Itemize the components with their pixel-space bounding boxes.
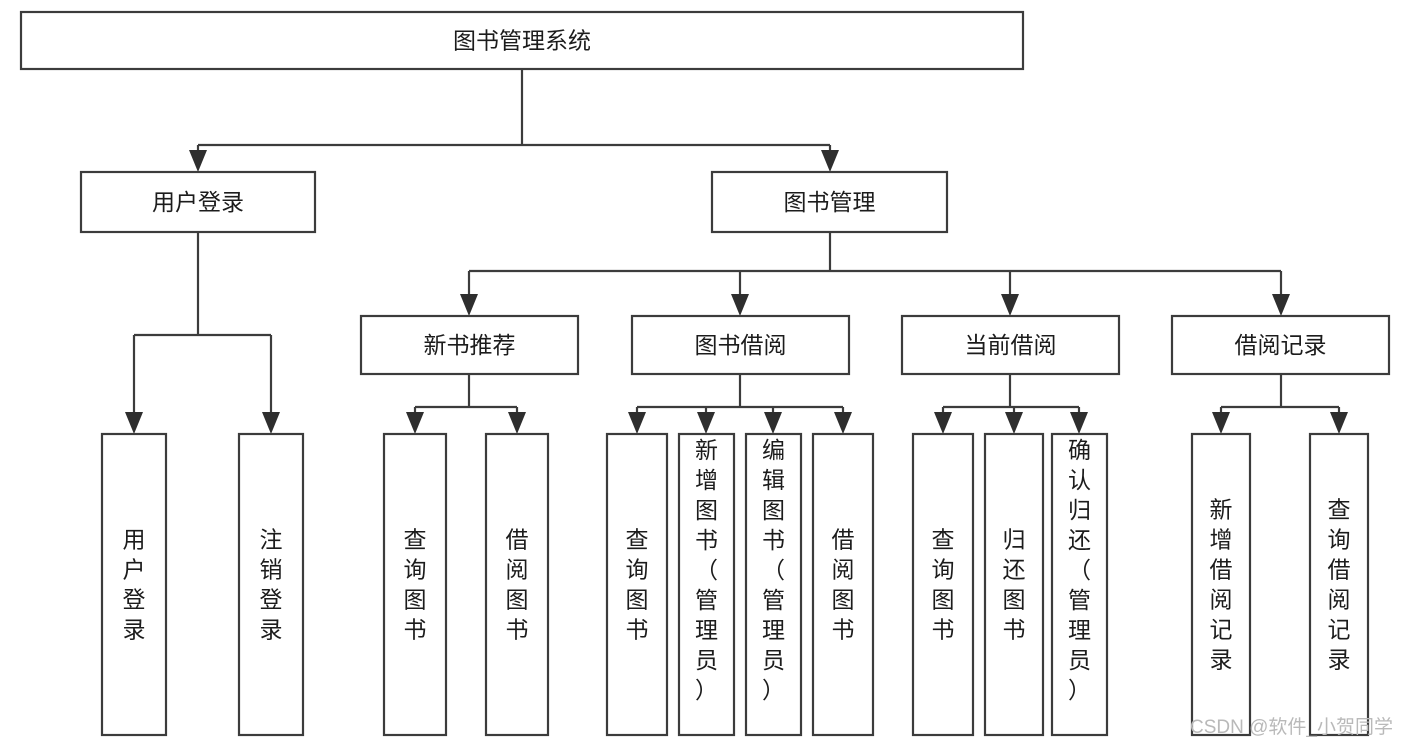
- node-label-leaf-query-book-1: 查询图书: [404, 527, 427, 643]
- node-box-book-borrow[interactable]: [630, 314, 851, 376]
- arrow-head-icon: [821, 150, 839, 172]
- node-label-book-borrow: 图书借阅: [695, 332, 787, 358]
- node-box-leaf-borrow-book-1[interactable]: [484, 432, 550, 737]
- arrow-head-icon: [628, 412, 646, 434]
- arrow-head-icon: [189, 150, 207, 172]
- arrow-head-icon: [731, 294, 749, 316]
- connector-current-borrow-to-leaves: [934, 374, 1088, 434]
- watermark: CSDN @软件_小贺同学: [1190, 716, 1393, 738]
- node-box-leaf-query-book-3[interactable]: [911, 432, 975, 737]
- connector-borrow-record-to-leaves: [1212, 374, 1348, 434]
- connector-book-borrow-to-leaves: [628, 374, 852, 434]
- node-leaf-query-book-2[interactable]: 查询图书: [605, 432, 669, 737]
- arrow-head-icon: [697, 412, 715, 434]
- node-box-borrow-record[interactable]: [1170, 314, 1391, 376]
- node-box-leaf-query-book-1[interactable]: [382, 432, 448, 737]
- node-leaf-query-book-3[interactable]: 查询图书: [911, 432, 975, 737]
- node-leaf-borrow-book-2[interactable]: 借阅图书: [811, 432, 875, 737]
- arrow-head-icon: [262, 412, 280, 434]
- node-label-leaf-edit-book: 编辑图书（管理员）: [762, 437, 785, 703]
- node-label-new-book-recommend: 新书推荐: [424, 332, 516, 358]
- arrow-head-icon: [1212, 412, 1230, 434]
- node-box-leaf-user-login[interactable]: [100, 432, 168, 737]
- connector-root-to-level2: [189, 69, 839, 172]
- connector-book-management-to-level3: [460, 232, 1290, 316]
- node-label-leaf-query-book-2: 查询图书: [626, 527, 649, 643]
- node-label-leaf-borrow-book-1: 借阅图书: [506, 527, 529, 643]
- arrow-head-icon: [508, 412, 526, 434]
- node-label-book-management: 图书管理: [784, 189, 876, 215]
- node-label-leaf-logout: 注销登录: [260, 527, 283, 643]
- arrow-head-icon: [764, 412, 782, 434]
- node-box-leaf-query-record[interactable]: [1308, 432, 1370, 737]
- node-leaf-user-login[interactable]: 用户登录: [100, 432, 168, 737]
- node-box-user-login[interactable]: [79, 170, 317, 234]
- node-leaf-logout[interactable]: 注销登录: [237, 432, 305, 737]
- node-box-leaf-logout[interactable]: [237, 432, 305, 737]
- node-label-root: 图书管理系统: [453, 28, 591, 54]
- arrow-head-icon: [1005, 412, 1023, 434]
- node-current-borrow[interactable]: 当前借阅: [900, 314, 1121, 376]
- node-leaf-borrow-book-1[interactable]: 借阅图书: [484, 432, 550, 737]
- node-box-current-borrow[interactable]: [900, 314, 1121, 376]
- node-box-leaf-add-record[interactable]: [1190, 432, 1252, 737]
- node-label-leaf-return-book: 归还图书: [1003, 527, 1026, 643]
- arrow-head-icon: [1070, 412, 1088, 434]
- arrow-head-icon: [934, 412, 952, 434]
- node-label-leaf-add-record: 新增借阅记录: [1210, 497, 1233, 673]
- node-box-leaf-confirm-return[interactable]: [1050, 432, 1109, 737]
- connector-new-book-recommend-to-leaves: [406, 374, 526, 434]
- node-label-leaf-confirm-return: 确认归还（管理员）: [1068, 437, 1091, 703]
- node-box-leaf-edit-book[interactable]: [744, 432, 803, 737]
- arrow-head-icon: [1272, 294, 1290, 316]
- node-label-leaf-add-book: 新增图书（管理员）: [695, 437, 718, 703]
- node-label-leaf-query-book-3: 查询图书: [932, 527, 955, 643]
- arrow-head-icon: [1330, 412, 1348, 434]
- node-leaf-add-book[interactable]: 新增图书（管理员）: [677, 432, 736, 737]
- node-leaf-confirm-return[interactable]: 确认归还（管理员）: [1050, 432, 1109, 737]
- node-label-leaf-query-record: 查询借阅记录: [1328, 497, 1351, 673]
- node-label-current-borrow: 当前借阅: [965, 332, 1057, 358]
- node-box-leaf-borrow-book-2[interactable]: [811, 432, 875, 737]
- node-box-new-book-recommend[interactable]: [359, 314, 580, 376]
- node-leaf-add-record[interactable]: 新增借阅记录: [1190, 432, 1252, 737]
- connector-user-login-to-leaves: [125, 232, 280, 434]
- node-label-leaf-user-login: 用户登录: [123, 527, 146, 643]
- node-leaf-return-book[interactable]: 归还图书: [983, 432, 1045, 737]
- node-root[interactable]: 图书管理系统: [19, 10, 1025, 71]
- node-layer: 图书管理系统用户登录图书管理新书推荐图书借阅当前借阅借阅记录用户登录注销登录查询…: [19, 10, 1391, 737]
- arrow-head-icon: [125, 412, 143, 434]
- node-leaf-query-record[interactable]: 查询借阅记录: [1308, 432, 1370, 737]
- node-new-book-recommend[interactable]: 新书推荐: [359, 314, 580, 376]
- node-book-borrow[interactable]: 图书借阅: [630, 314, 851, 376]
- arrow-head-icon: [834, 412, 852, 434]
- node-leaf-query-book-1[interactable]: 查询图书: [382, 432, 448, 737]
- node-box-leaf-return-book[interactable]: [983, 432, 1045, 737]
- node-borrow-record[interactable]: 借阅记录: [1170, 314, 1391, 376]
- connector-layer: [125, 69, 1348, 434]
- node-label-leaf-borrow-book-2: 借阅图书: [832, 527, 855, 643]
- node-box-root[interactable]: [19, 10, 1025, 71]
- arrow-head-icon: [460, 294, 478, 316]
- node-box-leaf-query-book-2[interactable]: [605, 432, 669, 737]
- node-box-leaf-add-book[interactable]: [677, 432, 736, 737]
- node-box-book-management[interactable]: [710, 170, 949, 234]
- node-user-login[interactable]: 用户登录: [79, 170, 317, 234]
- arrow-head-icon: [1001, 294, 1019, 316]
- node-label-borrow-record: 借阅记录: [1235, 332, 1327, 358]
- node-leaf-edit-book[interactable]: 编辑图书（管理员）: [744, 432, 803, 737]
- node-label-user-login: 用户登录: [152, 189, 244, 215]
- node-book-management[interactable]: 图书管理: [710, 170, 949, 234]
- arrow-head-icon: [406, 412, 424, 434]
